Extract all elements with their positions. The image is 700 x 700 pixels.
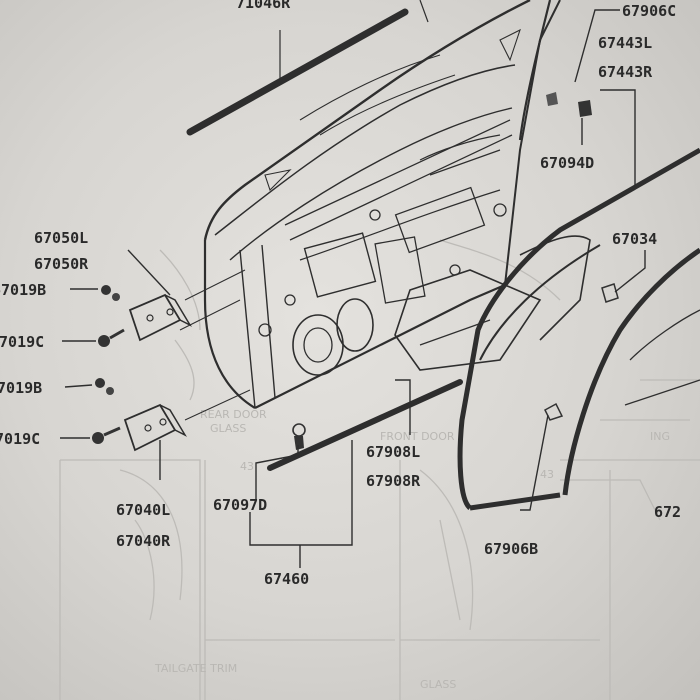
background-faint-artwork: REAR DOOR GLASS FRONT DOOR ING TAILGATE … bbox=[59, 239, 700, 700]
label-67050l: 67050L bbox=[34, 229, 88, 247]
svg-text:43: 43 bbox=[540, 468, 554, 481]
label-67019b-upper: 67019B bbox=[0, 281, 46, 299]
label-67906c: 67906C bbox=[622, 2, 676, 20]
svg-text:FRONT DOOR: FRONT DOOR bbox=[380, 430, 455, 443]
lower-seal-strip bbox=[267, 379, 463, 471]
label-67908l: 67908L bbox=[366, 443, 420, 461]
door-glass bbox=[394, 269, 542, 371]
svg-text:GLASS: GLASS bbox=[210, 422, 246, 435]
label-67034: 67034 bbox=[612, 230, 657, 248]
svg-text:GLASS: GLASS bbox=[420, 678, 456, 691]
label-67094d: 67094D bbox=[540, 154, 594, 172]
hinge-bolts bbox=[92, 285, 125, 444]
label-67443l: 67443L bbox=[598, 34, 652, 52]
part-labels: 71046R 67906C 67443L 67443R 67094D 67034… bbox=[0, 0, 681, 588]
upper-hinge bbox=[128, 293, 192, 342]
label-67906b: 67906B bbox=[484, 540, 538, 558]
label-67443r: 67443R bbox=[598, 63, 653, 81]
label-67908r: 67908R bbox=[366, 472, 421, 490]
lower-hinge bbox=[123, 403, 187, 452]
label-67040r: 67040R bbox=[116, 532, 171, 550]
label-67019c-lower: 67019C bbox=[0, 430, 40, 448]
label-67019c-upper: 67019C bbox=[0, 333, 44, 351]
label-67050r: 67050R bbox=[34, 255, 89, 273]
svg-text:TAILGATE TRIM: TAILGATE TRIM bbox=[154, 662, 237, 675]
clip-parts bbox=[292, 92, 619, 450]
label-67460: 67460 bbox=[264, 570, 309, 588]
door-panel bbox=[203, 0, 561, 409]
label-71046r: 71046R bbox=[236, 0, 291, 12]
label-67040l: 67040L bbox=[116, 501, 170, 519]
svg-text:REAR DOOR: REAR DOOR bbox=[200, 408, 267, 421]
label-67019b-lower: 67019B bbox=[0, 379, 42, 397]
top-moulding-strip bbox=[186, 8, 409, 136]
svg-text:ING: ING bbox=[650, 430, 670, 443]
label-672-partial: 672 bbox=[654, 503, 681, 521]
label-67097d: 67097D bbox=[213, 496, 267, 514]
leader-lines bbox=[60, 9, 646, 568]
window-frame-weatherstrip bbox=[457, 147, 700, 511]
svg-text:43: 43 bbox=[240, 460, 254, 473]
